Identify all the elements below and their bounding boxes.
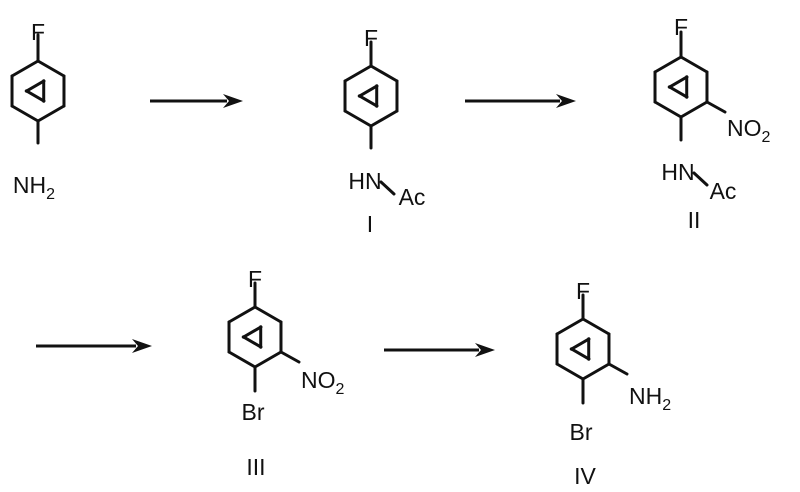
ring-ii-bond-0 xyxy=(679,55,709,74)
atom-ii-f: F xyxy=(674,14,688,40)
ring-start-bond-5 xyxy=(10,59,40,78)
ring-iv-bond-5 xyxy=(555,317,585,336)
arrow-step-3 xyxy=(36,339,152,353)
atom-iii-f: F xyxy=(248,266,262,292)
arrow-layer xyxy=(36,94,576,357)
ring-ii-inner-5 xyxy=(667,75,689,89)
ring-iii-inner-3 xyxy=(241,335,263,349)
ring-iv-bond-3 xyxy=(555,362,585,381)
atom-start-nh2: NH2 xyxy=(13,172,55,203)
ring-iii-bond-2 xyxy=(253,350,283,369)
ring-iii-bond-5 xyxy=(227,305,257,324)
ring-i-bond-3 xyxy=(343,109,373,128)
atom-ii-no2: NO2 xyxy=(727,115,771,146)
ring-start-bond-2 xyxy=(36,104,66,123)
ring-start-bond-3 xyxy=(10,104,40,123)
atom-i-f: F xyxy=(364,25,378,51)
ring-start-bond-0 xyxy=(36,59,66,78)
bond-i-n-ac xyxy=(379,180,396,196)
ring-ii-inner-3 xyxy=(667,85,689,99)
ring-i-inner-5 xyxy=(357,84,379,98)
ring-iii-inner-5 xyxy=(241,325,263,339)
ring-iv-inner-5 xyxy=(569,337,591,351)
ring-i-bond-2 xyxy=(369,109,399,128)
atom-iv-f: F xyxy=(576,278,590,304)
arrow-step-1-head xyxy=(223,94,243,108)
atom-iii-no2: NO2 xyxy=(301,367,345,398)
atom-start-f: F xyxy=(31,19,45,45)
bond-layer xyxy=(10,30,727,405)
compound-label-ii: II xyxy=(688,207,701,233)
arrow-step-2 xyxy=(465,94,576,108)
arrow-step-2-head xyxy=(556,94,576,108)
arrow-step-4-head xyxy=(475,343,495,357)
bond-ii-no2 xyxy=(705,100,727,114)
ring-ii-bond-5 xyxy=(653,55,683,74)
ring-iii-bond-0 xyxy=(253,305,283,324)
atom-ii-ac: Ac xyxy=(710,178,737,204)
bond-iii-no2 xyxy=(279,350,301,364)
ring-iv-bond-0 xyxy=(581,317,611,336)
bond-ii-n-ac xyxy=(692,171,709,187)
ring-start-inner-3 xyxy=(24,89,46,103)
ring-start-inner-5 xyxy=(24,79,46,93)
compound-label-i: I xyxy=(367,211,373,237)
ring-iv-inner-3 xyxy=(569,347,591,361)
atom-i-ac: Ac xyxy=(399,184,426,210)
compound-label-iii: III xyxy=(246,454,265,480)
atom-ii-hn: HN xyxy=(661,159,694,185)
atom-iv-nh2: NH2 xyxy=(629,383,671,414)
ring-iii-bond-3 xyxy=(227,350,257,369)
ring-i-bond-0 xyxy=(369,64,399,83)
ring-iv-bond-2 xyxy=(581,362,611,381)
atom-i-hn: HN xyxy=(348,168,381,194)
atom-iii-br: Br xyxy=(242,399,265,425)
arrow-step-4 xyxy=(384,343,495,357)
ring-ii-bond-2 xyxy=(679,100,709,119)
compound-label-iv: IV xyxy=(574,463,596,489)
ring-i-inner-3 xyxy=(357,94,379,108)
ring-ii-bond-3 xyxy=(653,100,683,119)
atom-iv-br: Br xyxy=(570,419,593,445)
bond-iv-nh2 xyxy=(607,362,629,376)
arrow-step-1 xyxy=(150,94,243,108)
ring-i-bond-5 xyxy=(343,64,373,83)
arrow-step-3-head xyxy=(132,339,152,353)
